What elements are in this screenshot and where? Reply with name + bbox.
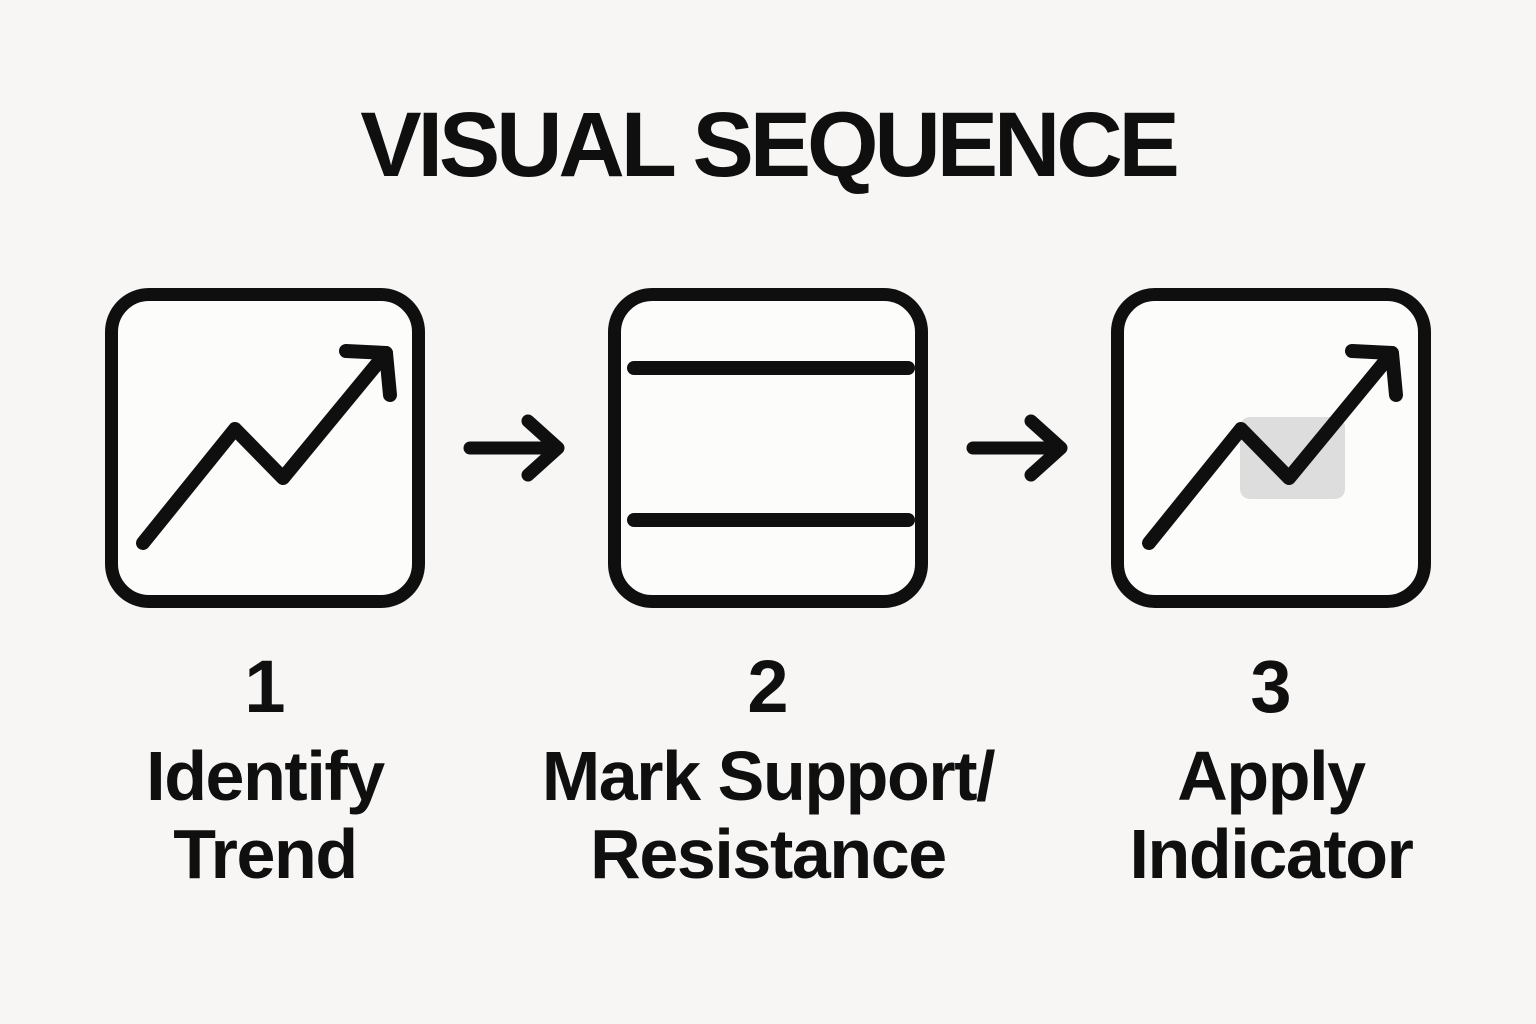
arrow-right-icon [463, 414, 564, 482]
step-3-caption: 3 Apply Indicator [1129, 645, 1414, 893]
connector-1 [425, 288, 608, 608]
step-1-label: Identify Trend [146, 737, 385, 893]
step-2-number: 2 [747, 645, 789, 728]
page-title: VISUAL SEQUENCE [360, 94, 1180, 196]
step-3-number: 3 [1250, 645, 1292, 728]
step-3-label-line-2: Indicator [1129, 814, 1414, 893]
uptrend-arrow-icon [136, 344, 397, 550]
step-2-label-line-2: Resistance [590, 814, 947, 893]
step-1-caption: 1 Identify Trend [146, 645, 385, 893]
step-3: 3 Apply Indicator [1111, 288, 1431, 893]
step-2-label: Mark Support/ Resistance [541, 737, 996, 893]
connector-2 [928, 288, 1111, 608]
uptrend-arrow-indicator-highlight-icon [1142, 344, 1403, 550]
step-3-label: Apply Indicator [1129, 737, 1414, 893]
step-2: 2 Mark Support/ Resistance [542, 288, 996, 893]
arrow-right-icon [966, 414, 1067, 482]
step-1-number: 1 [244, 645, 286, 728]
step-1-label-line-1: Identify [146, 737, 385, 815]
step-2-icon-box [608, 288, 928, 608]
step-2-caption: 2 Mark Support/ Resistance [541, 645, 996, 893]
step-3-icon-box [1111, 288, 1431, 608]
support-resistance-lines-icon [627, 361, 915, 527]
steps-row: 1 Identify Trend 2 [0, 288, 1536, 893]
step-1-icon-box [105, 288, 425, 608]
step-1-label-line-2: Trend [173, 814, 358, 893]
step-1: 1 Identify Trend [105, 288, 425, 893]
step-2-label-line-1: Mark Support/ [541, 737, 996, 815]
step-3-label-line-1: Apply [1177, 737, 1366, 815]
